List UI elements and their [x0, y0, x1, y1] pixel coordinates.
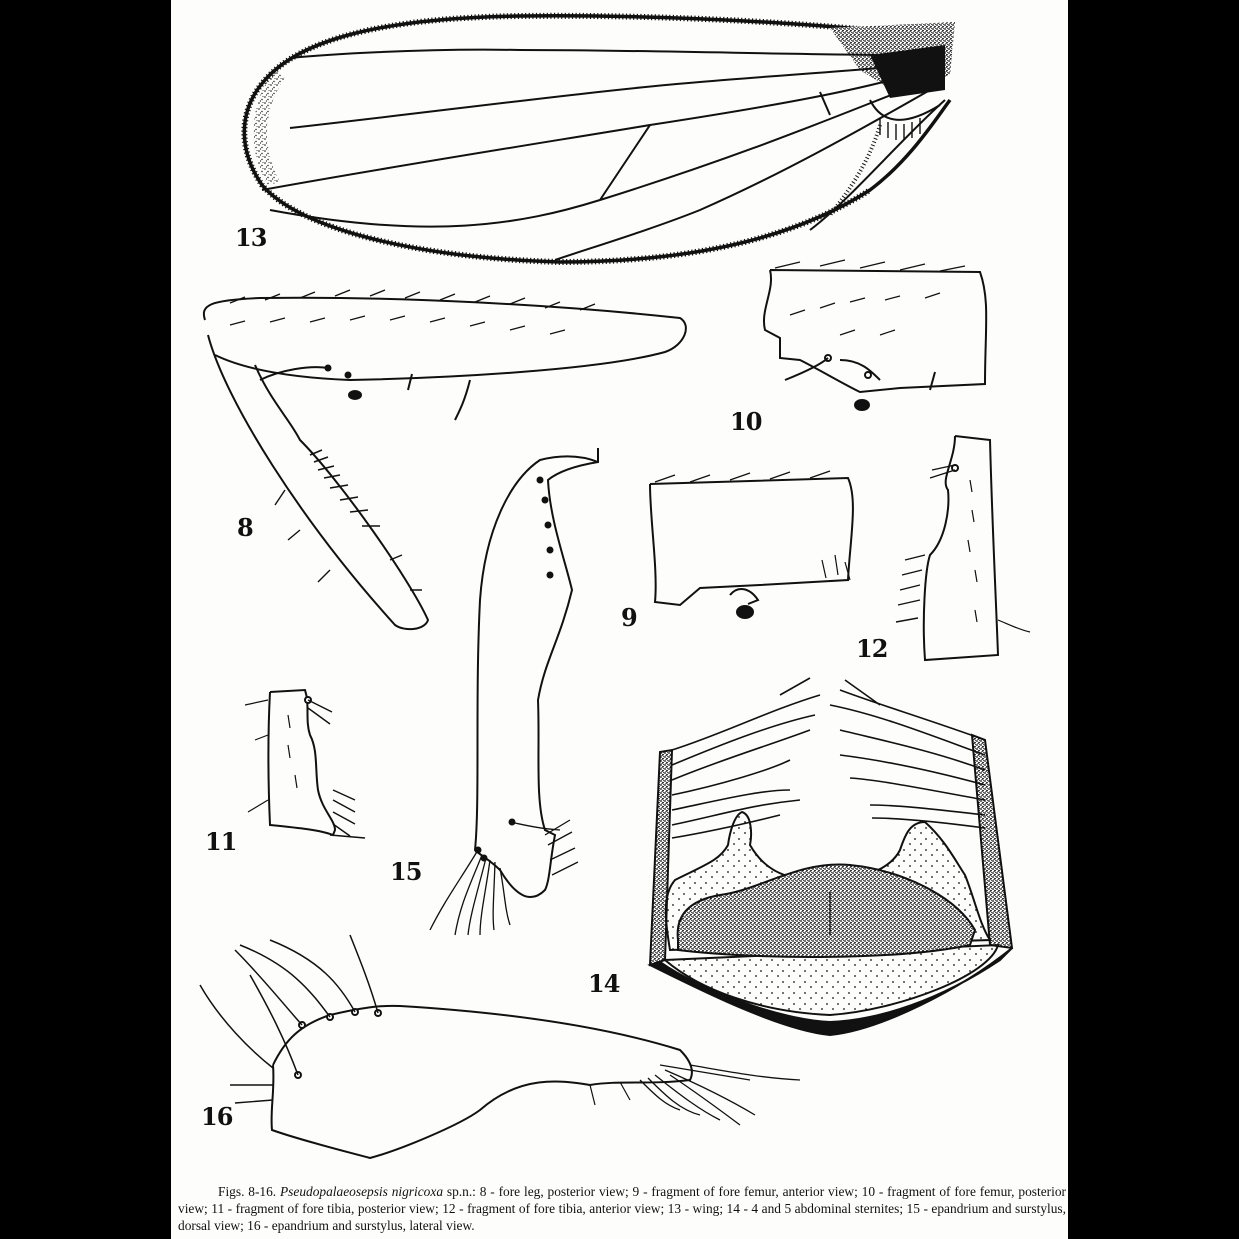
caption-species: Pseudopalaeosepsis nigricoxa [280, 1184, 444, 1199]
abdominal-sternites-drawing [647, 677, 1014, 1037]
fore-leg-drawing [202, 289, 687, 631]
epandrium-dorsal-drawing [429, 448, 599, 936]
caption-prefix: Figs. 8-16. [218, 1184, 277, 1199]
epandrium-lateral-drawing [199, 934, 801, 1160]
figure-label-11: 11 [205, 827, 237, 856]
figure-label-12: 12 [856, 634, 888, 663]
fore-tibia-anterior-drawing [895, 435, 1031, 662]
fore-femur-anterior-drawing [649, 470, 854, 619]
figure-label-15: 15 [390, 857, 422, 886]
figure-label-14: 14 [588, 969, 620, 998]
fore-tibia-posterior-drawing [244, 688, 366, 839]
figure-label-10: 10 [730, 407, 762, 436]
figure-label-13: 13 [235, 223, 267, 252]
figure-label-9: 9 [621, 603, 638, 632]
caption-body: sp.n.: 8 - fore leg, posterior view; 9 -… [178, 1184, 1066, 1233]
wing-drawing [241, 12, 955, 266]
fore-femur-posterior-drawing [763, 259, 988, 411]
figure-label-16: 16 [201, 1102, 233, 1131]
figure-plate-page [171, 0, 1068, 1239]
figure-caption: Figs. 8-16. Pseudopalaeosepsis nigricoxa… [178, 1183, 1066, 1234]
figure-label-8: 8 [237, 513, 254, 542]
